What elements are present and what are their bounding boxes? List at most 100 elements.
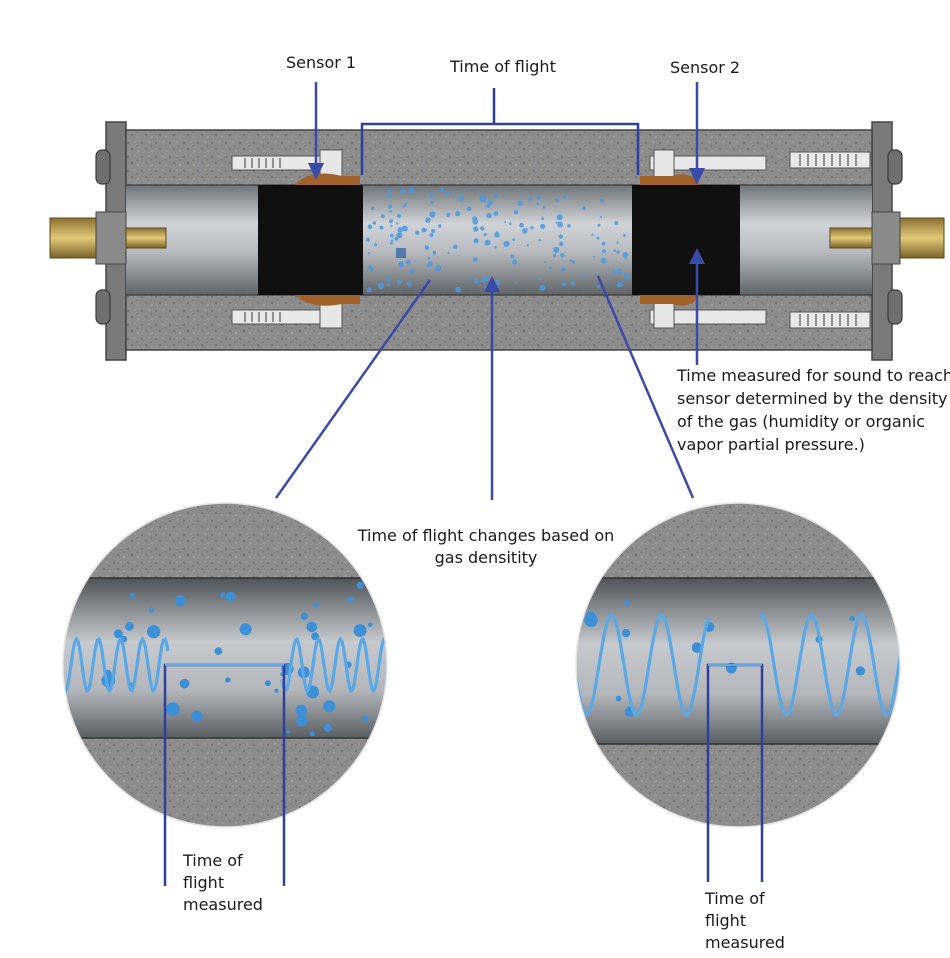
bubble (401, 225, 408, 232)
bubble (348, 596, 355, 603)
bubble (562, 282, 566, 287)
bubble (538, 238, 541, 242)
sensor-assembly (49, 121, 945, 361)
bubble (447, 251, 450, 254)
bubble (582, 274, 586, 278)
zoom-right (575, 502, 901, 828)
tof-measured-left-line: Time of (183, 851, 243, 870)
bubble (493, 194, 497, 199)
bubble (390, 241, 393, 245)
bubble (398, 261, 404, 268)
bubble (264, 680, 271, 687)
bubble (455, 286, 462, 293)
bubble (621, 628, 631, 638)
tof-measured-right-line: measured (705, 933, 785, 952)
bubble (429, 233, 434, 238)
measurement-description-line: of the gas (humidity or organic (677, 412, 926, 431)
bubble (510, 254, 515, 259)
bubble (386, 277, 391, 282)
sensor-1-label: Sensor 1 (286, 53, 357, 72)
bubble (424, 245, 430, 250)
bubble (368, 265, 373, 270)
tof-measured-left-line: measured (183, 895, 263, 914)
bubble (295, 704, 307, 716)
bubble (377, 282, 385, 289)
bubble (429, 211, 436, 218)
bubble (380, 214, 385, 219)
bubble (473, 226, 479, 232)
bubble (614, 221, 619, 226)
bubble (367, 622, 373, 627)
bubble (367, 252, 371, 255)
bubble (397, 227, 404, 233)
bubble (432, 250, 437, 255)
bubble (405, 259, 411, 265)
bubble (396, 232, 403, 239)
bubble (544, 261, 547, 264)
bubble (300, 612, 308, 620)
bubble (582, 206, 586, 210)
sensor-2-label: Sensor 2 (670, 58, 741, 77)
bubble (473, 238, 479, 244)
bubble (557, 221, 564, 228)
bubble (113, 629, 123, 639)
bubble (388, 195, 391, 199)
bubble (597, 223, 601, 227)
bubble (503, 240, 510, 247)
bubble (148, 607, 155, 613)
bubble (519, 222, 524, 228)
tof-measured-right-line: Time of (705, 889, 765, 908)
bubble (555, 221, 558, 224)
bubble (542, 205, 546, 209)
bubble (622, 234, 626, 237)
sound-wave-right (576, 613, 900, 717)
bubble (403, 203, 408, 207)
bubble (452, 191, 456, 194)
bubble (528, 196, 533, 201)
bubble (453, 244, 458, 249)
bubble (219, 592, 226, 598)
sensor-1-block (258, 185, 363, 295)
bubble (525, 228, 528, 231)
measurement-description-line: Time measured for sound to reach (677, 366, 950, 385)
bubble (435, 265, 442, 272)
bubble (616, 241, 619, 244)
bubble (596, 284, 601, 289)
bubble (387, 283, 391, 286)
bubble (616, 268, 623, 275)
bubble (147, 625, 161, 639)
bubble (390, 233, 394, 238)
bubble (373, 243, 378, 247)
bubble (567, 224, 571, 228)
bubble (372, 221, 377, 225)
bubble (512, 238, 516, 242)
bubble (391, 239, 394, 242)
bubble (536, 202, 540, 206)
bubble (390, 224, 393, 228)
bubble (179, 678, 190, 689)
bubble (274, 688, 279, 693)
bubble (431, 228, 436, 234)
bubble (541, 217, 545, 221)
bubble (495, 280, 501, 285)
coaxial-connector-right (829, 211, 945, 265)
bubble (474, 278, 479, 284)
bubble (430, 200, 434, 205)
bubble (409, 268, 415, 274)
measurement-description: Time measured for sound to reach sensor … (677, 364, 950, 456)
bubble (561, 267, 566, 272)
bubble (389, 219, 393, 224)
bubble (504, 221, 507, 224)
bubble (466, 206, 472, 212)
bubble (553, 246, 560, 254)
bubble (296, 715, 308, 727)
bubble (530, 226, 534, 230)
bubble (286, 729, 291, 734)
tof-measured-left-line: flight (183, 873, 225, 892)
bubble (599, 215, 603, 219)
bubble (174, 595, 186, 607)
bubble (396, 279, 402, 285)
bubble (389, 210, 392, 213)
bubble (455, 211, 461, 217)
